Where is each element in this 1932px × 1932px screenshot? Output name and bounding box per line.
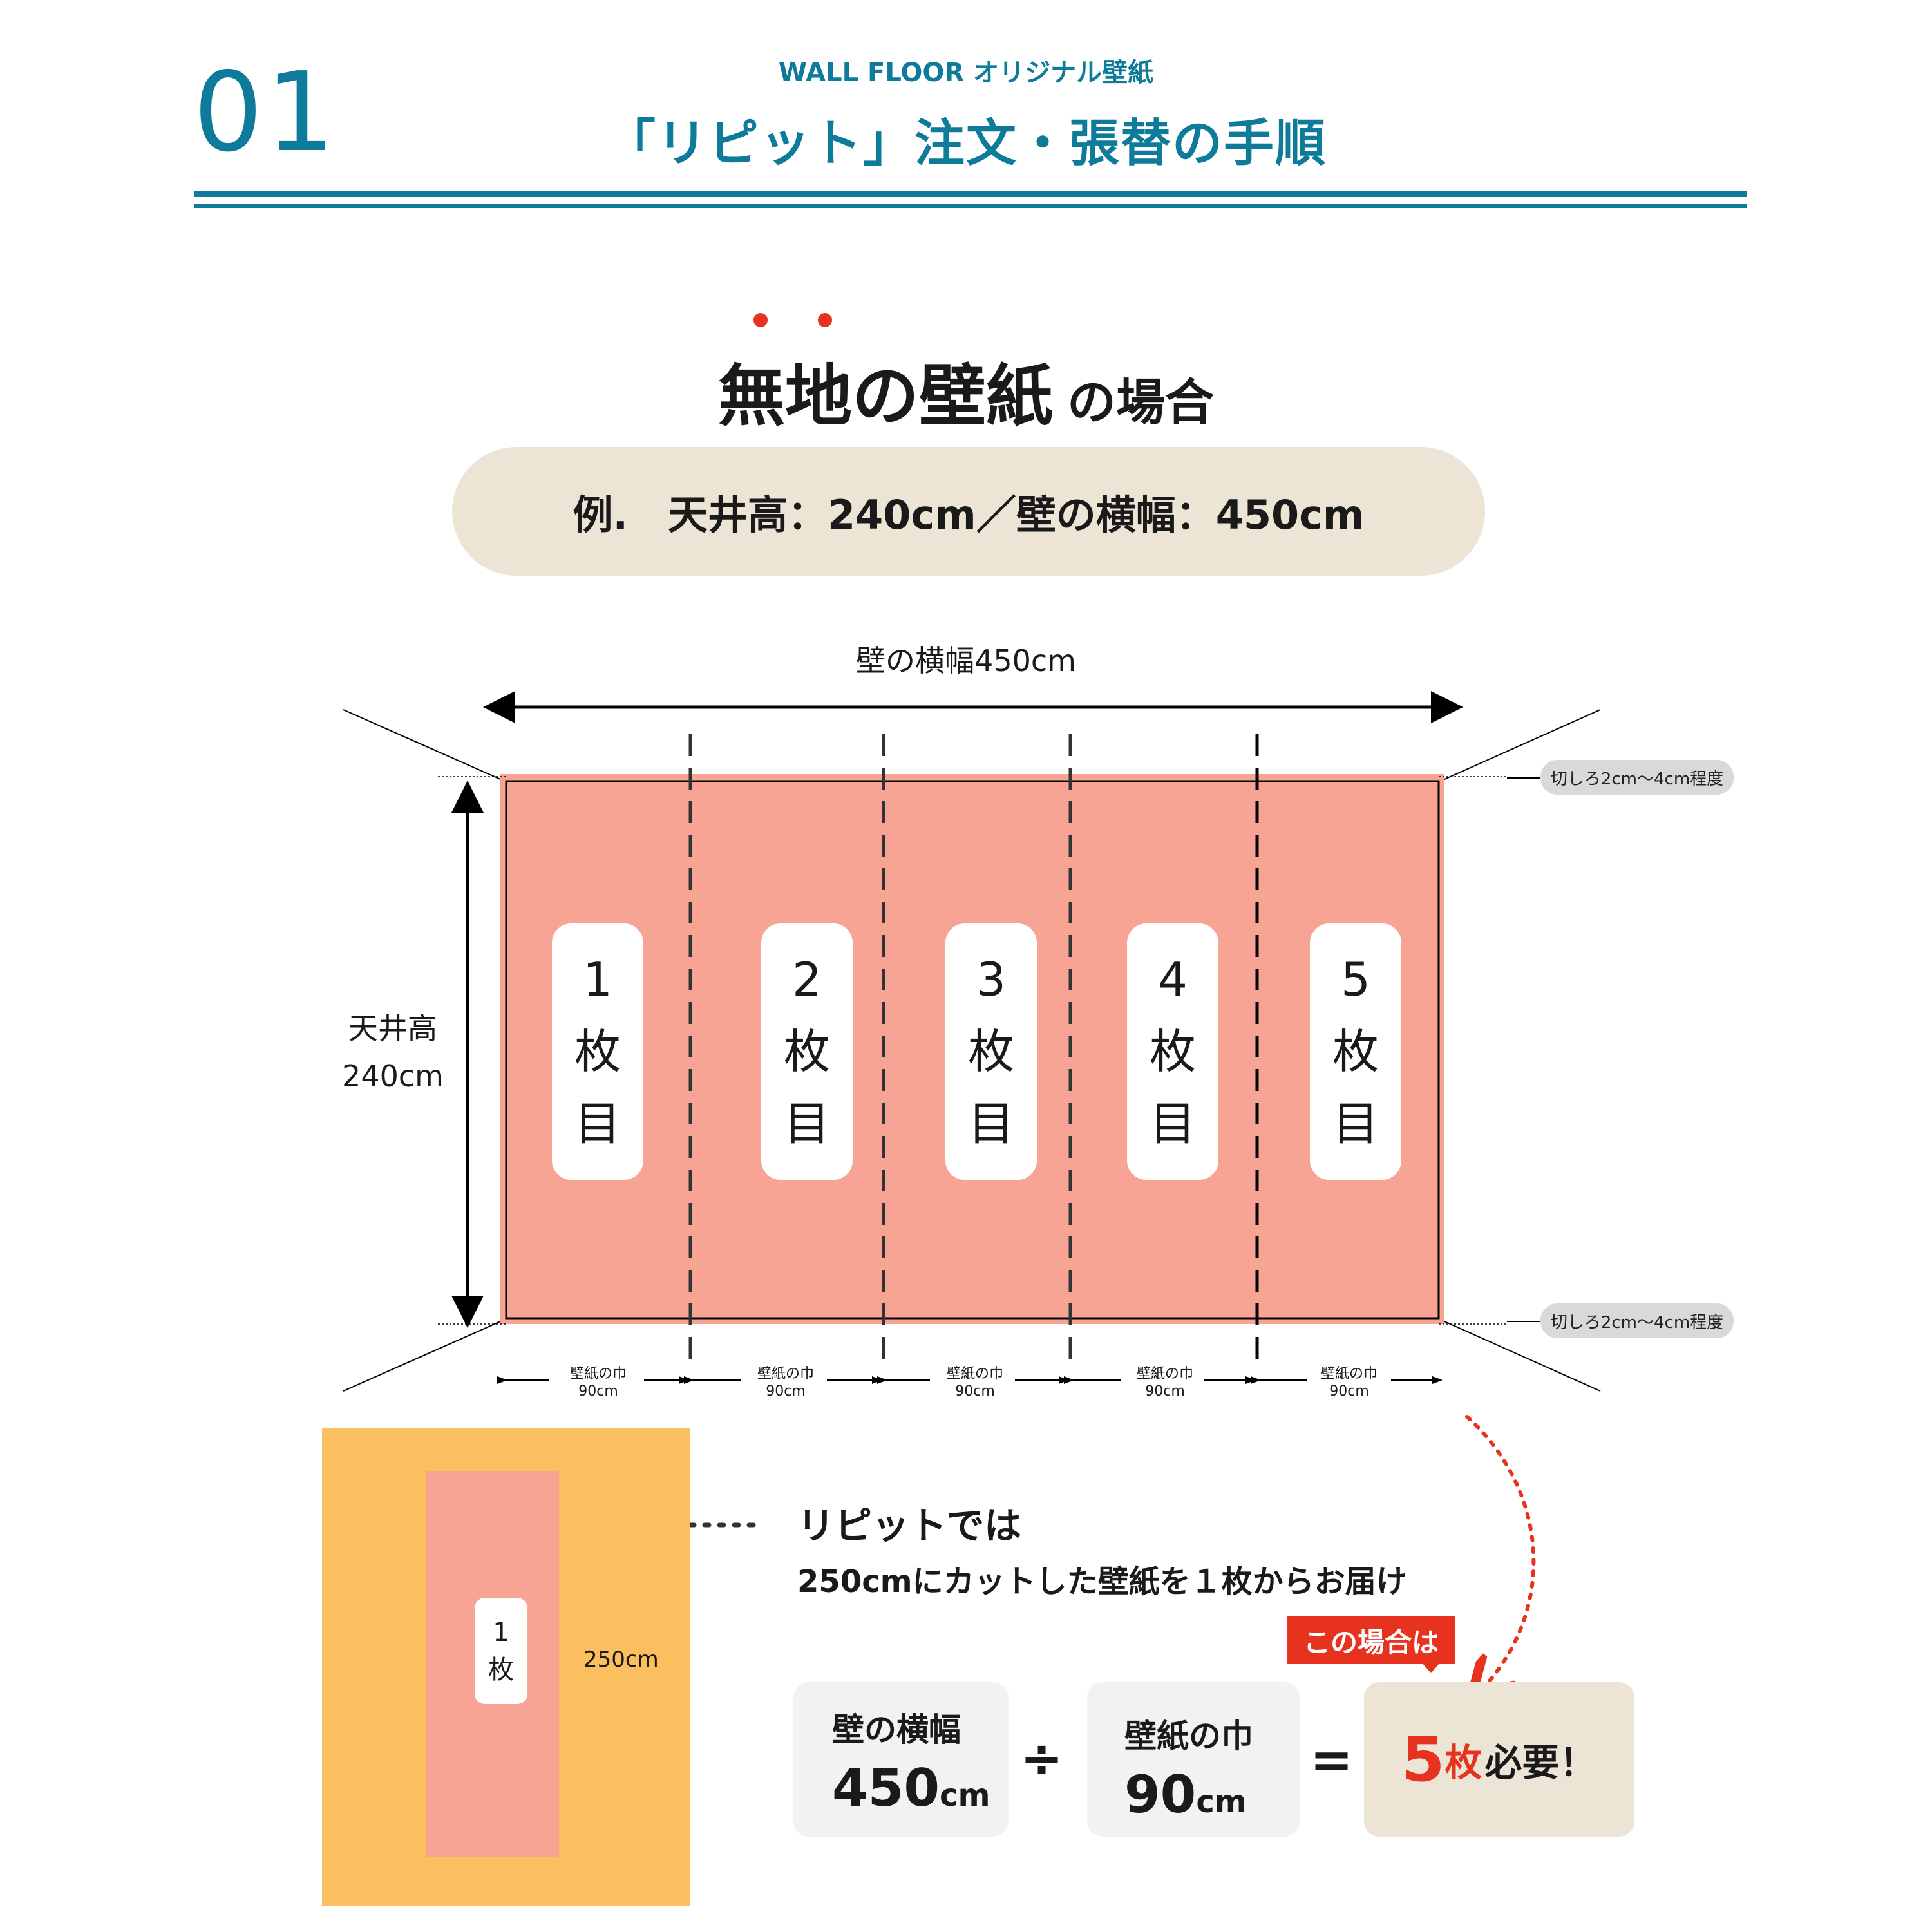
panel-number: 1 xyxy=(583,952,612,1007)
ceiling-label-line1: 天井高 xyxy=(348,1011,437,1046)
roll-length-label: 250cm xyxy=(583,1647,659,1672)
delivery-description: 250cmにカットした壁紙を１枚からお届け xyxy=(797,1564,1407,1600)
panel-unit: 枚 xyxy=(967,1025,1014,1079)
section-title: 無地の壁紙の場合 xyxy=(0,341,1932,439)
calc-paper-width-value: 90cm xyxy=(1124,1765,1247,1824)
section-title-sub: の場合 xyxy=(1067,374,1214,431)
panel-number: 4 xyxy=(1158,952,1188,1007)
brand-subtitle: WALL FLOOR オリジナル壁紙 xyxy=(778,58,1154,88)
result-number: 5 xyxy=(1401,1723,1445,1795)
example-pill: 例. 天井高：240cm／壁の横幅：450cm xyxy=(452,447,1485,576)
badge-pointer xyxy=(1422,1663,1440,1673)
cut-margin-label-bottom: 切しろ2cm〜4cm程度 xyxy=(1540,1303,1734,1338)
emphasis-dot xyxy=(753,313,768,327)
panel-unit: 枚 xyxy=(783,1025,830,1079)
panel-card-2: 2 枚 目 xyxy=(761,923,853,1180)
perspective-line xyxy=(343,709,507,782)
cut-margin-label-top: 切しろ2cm〜4cm程度 xyxy=(1540,760,1734,795)
perspective-line xyxy=(1438,1318,1601,1392)
calc-wall-width-box: 壁の横幅 450cm xyxy=(793,1682,1009,1837)
calc-result-box: 5 枚 必要！ xyxy=(1364,1682,1634,1837)
panel-unit: 目 xyxy=(783,1097,830,1151)
header-rule-top xyxy=(194,191,1747,197)
perspective-line xyxy=(1438,709,1601,782)
panel-unit: 目 xyxy=(574,1097,621,1151)
panel-unit: 目 xyxy=(967,1097,1014,1151)
step-number: 01 xyxy=(193,49,338,176)
case-badge: この場合は xyxy=(1287,1616,1455,1664)
perspective-line xyxy=(343,1318,507,1392)
result-text: 必要！ xyxy=(1484,1741,1597,1785)
panel-number: 3 xyxy=(976,952,1006,1007)
panel-unit: 目 xyxy=(1149,1097,1196,1151)
header-rule-bottom xyxy=(194,204,1747,208)
panel-unit: 枚 xyxy=(574,1025,621,1079)
wall-width-label: 壁の横幅450cm xyxy=(856,643,1076,678)
result-unit: 枚 xyxy=(1444,1741,1482,1785)
calc-paper-width-box: 壁紙の巾 90cm xyxy=(1087,1682,1300,1837)
roll-number: 1 xyxy=(493,1617,509,1647)
emphasis-dot xyxy=(818,313,832,327)
page-title: 「リピット」注文・張替の手順 xyxy=(605,115,1327,173)
panel-card-5: 5 枚 目 xyxy=(1310,923,1401,1180)
delivery-heading: リピットでは xyxy=(797,1504,1022,1548)
ceiling-label-line2: 240cm xyxy=(342,1059,444,1094)
section-title-main: 無地の壁紙 xyxy=(717,357,1053,435)
ceiling-height-label: 天井高 240cm xyxy=(316,1005,470,1100)
calc-paper-width-label: 壁紙の巾 xyxy=(1124,1718,1253,1755)
calc-wall-width-label: 壁の横幅 xyxy=(832,1711,961,1748)
panel-unit: 枚 xyxy=(1149,1025,1196,1079)
panel-card-4: 4 枚 目 xyxy=(1127,923,1218,1180)
result-pointer-arrow xyxy=(1467,1415,1536,1686)
example-text: 例. 天井高：240cm／壁の横幅：450cm xyxy=(573,491,1365,538)
panel-number: 2 xyxy=(792,952,822,1007)
calc-wall-width-value: 450cm xyxy=(832,1758,990,1818)
panel-card-1: 1 枚 目 xyxy=(552,923,643,1180)
roll-unit: 枚 xyxy=(488,1654,514,1685)
divide-sign: ÷ xyxy=(1020,1728,1064,1788)
wall-outline xyxy=(505,780,1440,1320)
panel-unit: 目 xyxy=(1332,1097,1379,1151)
panel-unit: 枚 xyxy=(1332,1025,1379,1079)
equals-sign: = xyxy=(1310,1730,1354,1790)
panel-card-3: 3 枚 目 xyxy=(945,923,1037,1180)
panel-number: 5 xyxy=(1341,952,1370,1007)
roll-card: 1 枚 xyxy=(475,1598,527,1704)
